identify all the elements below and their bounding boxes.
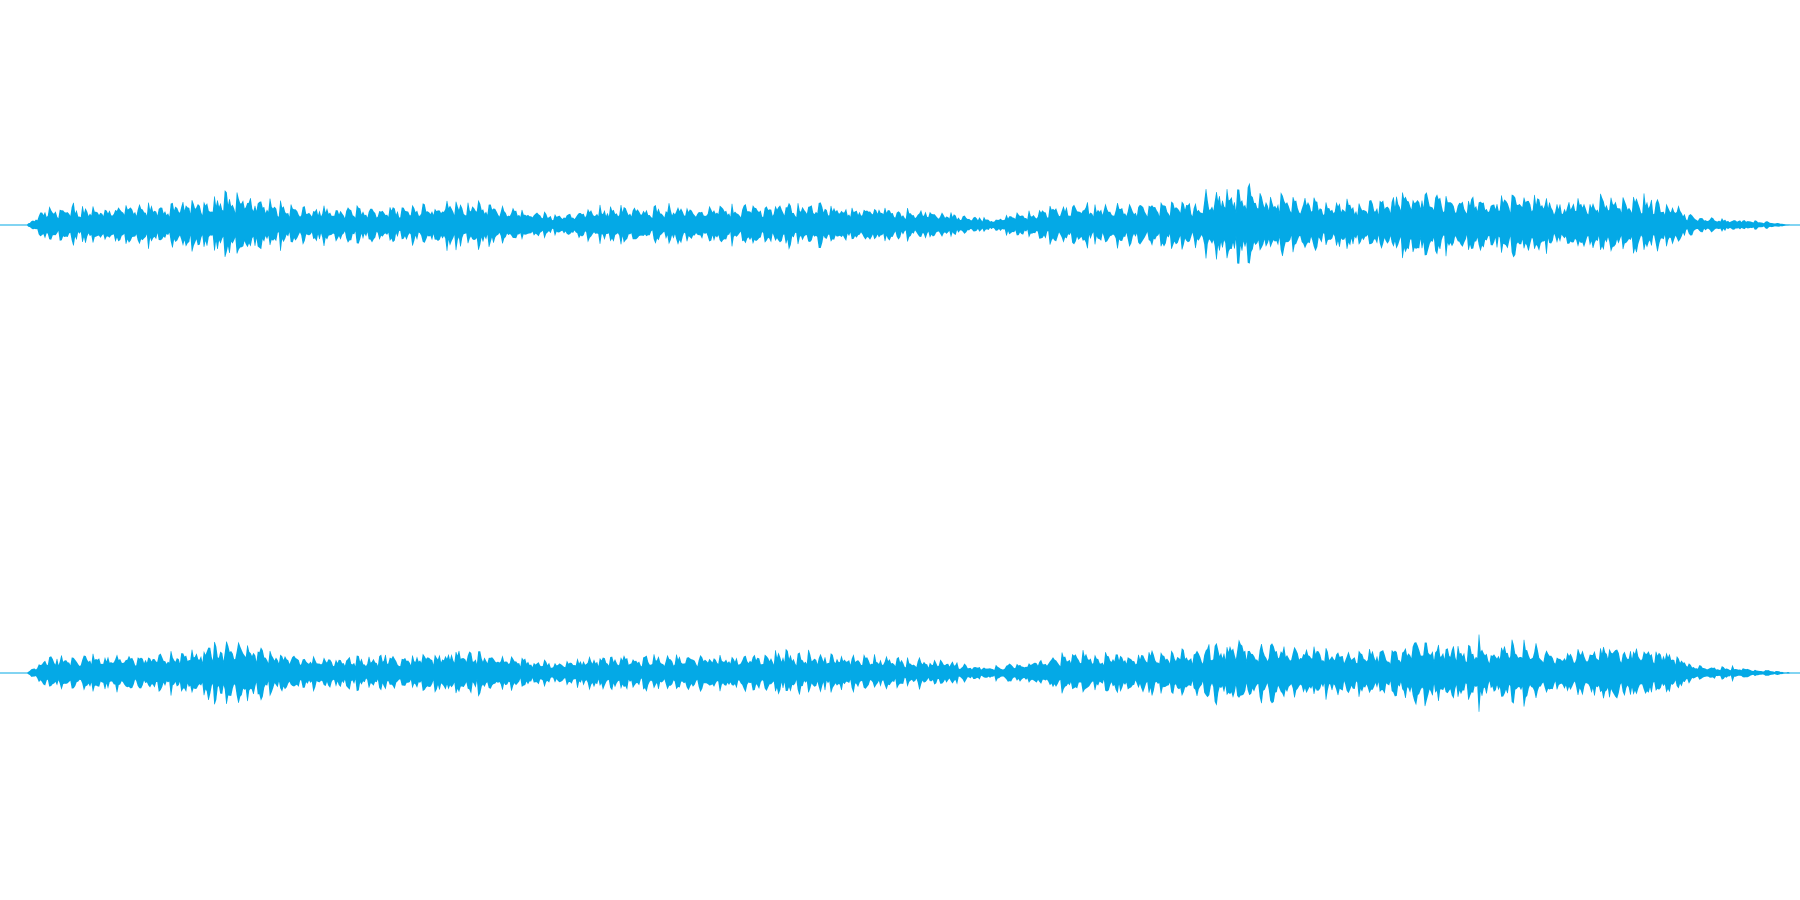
channel-1-track[interactable] [0,182,1800,264]
channel-2-track[interactable] [0,634,1800,712]
channel-2-waveform [26,634,1793,712]
channel-1-waveform [26,182,1793,264]
